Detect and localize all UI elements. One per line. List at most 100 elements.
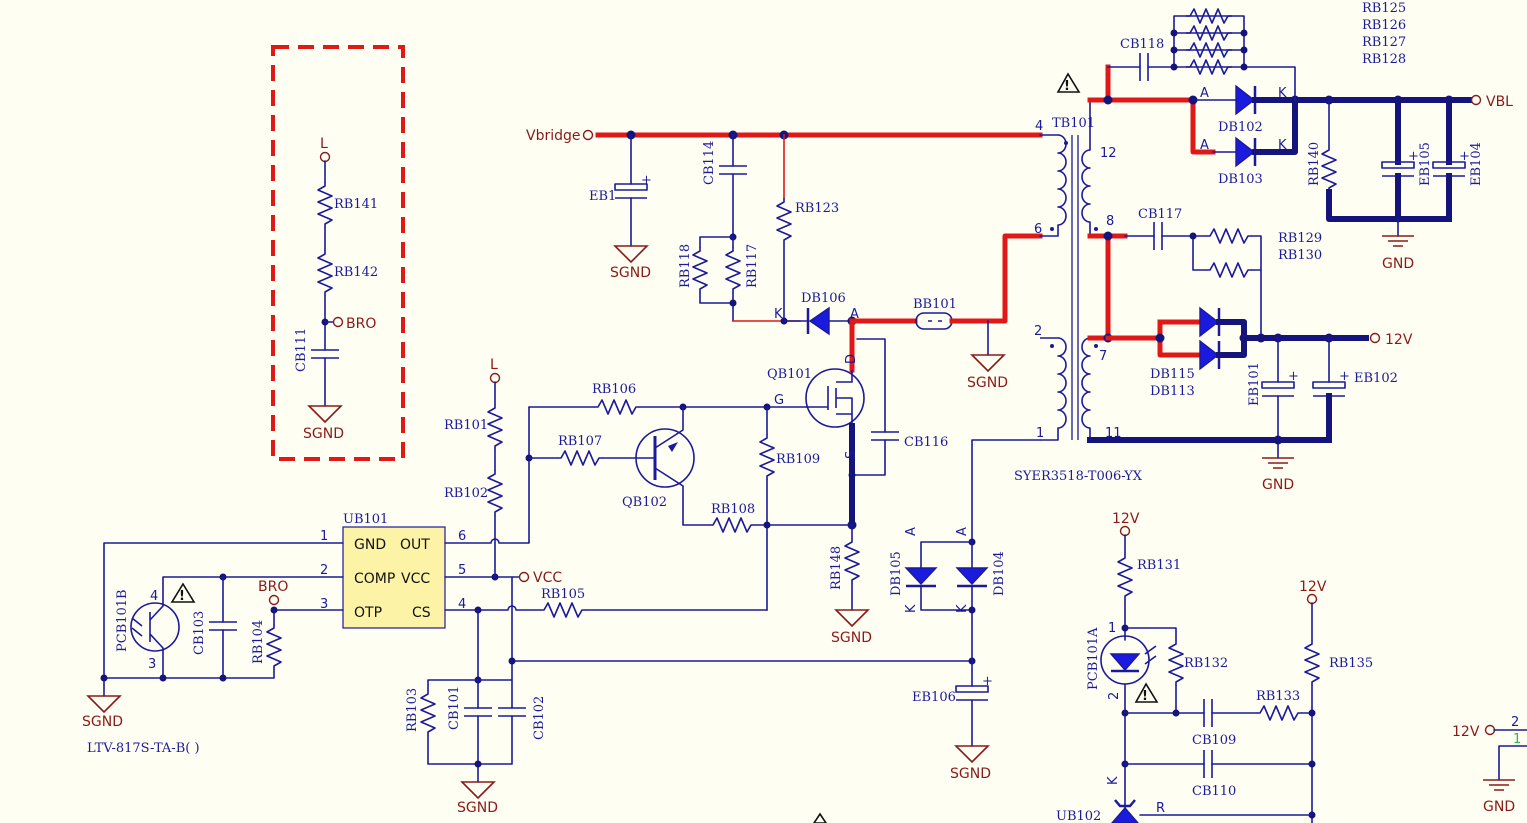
svg-text:+: +: [982, 674, 993, 689]
label-transformer-part: SYER3518-T006-YX: [1014, 469, 1143, 484]
resistor-rb105: [539, 602, 587, 618]
svg-text:A: A: [904, 527, 919, 536]
ground-symbol: [308, 405, 342, 423]
connector-pin-1: 1: [1513, 732, 1521, 747]
net-12v: 12V: [1385, 332, 1413, 348]
mosfet-pin-d: D: [844, 354, 859, 364]
svg-text:+: +: [641, 173, 652, 188]
net-sgnd-bb: SGND: [967, 375, 1008, 391]
diode-db115: [1199, 306, 1220, 338]
diode-db103: [1235, 136, 1256, 168]
label-qb101: QB101: [767, 367, 812, 382]
label-ub102: UB102: [1056, 809, 1101, 823]
mosfet-pin-g: G: [774, 393, 784, 408]
resistor-rb135: [1304, 639, 1320, 687]
resistor-rb142: [317, 249, 333, 297]
label-tb101: TB101: [1052, 116, 1095, 131]
resistor-rb132: [1168, 639, 1184, 687]
transformer-tb101: 2 TB101 SYER3518-T006-YX 12 8 7 11 !: [1014, 72, 1143, 484]
label-pcb101b: PCB101B: [115, 589, 130, 652]
label-rb126: RB126: [1362, 18, 1406, 33]
net-sgnd-rb148: SGND: [831, 630, 872, 646]
svg-text:K: K: [1278, 86, 1287, 101]
svg-text:4: 4: [150, 589, 158, 604]
net-vbl: VBL: [1486, 94, 1513, 110]
net-bro-ic: BRO: [258, 579, 288, 595]
pin-4: 4: [1035, 119, 1043, 134]
dashed-outline: [271, 45, 405, 461]
transistor-qb102: [635, 428, 695, 488]
port-12v: [1369, 332, 1381, 344]
resistor-rb133: [1255, 705, 1303, 721]
gate-drive: RB106 RB107 QB102 RB109 RB108 RB148 SGND: [525, 382, 872, 646]
cs-filter: RB103 CB101 CB102 SGND: [405, 576, 976, 816]
vbridge-rail: Vbridge 4 + EB1 SGND CB114 RB118 RB117 R…: [526, 119, 1059, 391]
net-l-top: L: [320, 136, 328, 152]
resistor-rb109: [759, 433, 775, 481]
label-rb141: RB141: [334, 197, 378, 212]
label-cb111: CB111: [294, 328, 309, 372]
ic-pin-vcc: VCC: [401, 571, 430, 587]
resistor-rb103: [420, 689, 436, 737]
db106-pin-a: A: [850, 307, 859, 322]
label-db105: DB105: [889, 551, 904, 596]
net-sgnd-cs: SGND: [457, 800, 498, 816]
label-rb131: RB131: [1137, 558, 1181, 573]
svg-text:1: 1: [320, 529, 328, 544]
capacitor-eb101: [1261, 381, 1295, 397]
resistor-rb118: [692, 246, 708, 294]
label-rb132: RB132: [1184, 656, 1228, 671]
port-bro: [332, 316, 344, 328]
feedback-block: 12V RB131 RB132 1 2 PCB101A ! CB109 RB13…: [1056, 511, 1373, 823]
v12-output: CB117 RB129 RB130 DB115 DB113 12V + EB10…: [1087, 207, 1413, 493]
net-bro: BRO: [346, 316, 376, 332]
svg-text:A: A: [955, 527, 970, 536]
capacitor-cb109: [1203, 699, 1213, 727]
ic-pin-otp: OTP: [354, 605, 382, 621]
label-rb148: RB148: [829, 546, 844, 590]
capacitor-cb103: [209, 621, 237, 631]
label-eb1: EB1: [589, 189, 616, 204]
resistor-rb104: [266, 623, 282, 671]
label-rb104: RB104: [251, 620, 266, 664]
capacitor-cb111: [311, 349, 339, 359]
resistor-rb108: [708, 517, 756, 533]
capacitor-cb118: [1139, 53, 1149, 81]
label-rb109: RB109: [776, 452, 820, 467]
svg-text:3: 3: [320, 597, 328, 612]
label-eb105: EB105: [1418, 142, 1433, 186]
warning-icon: [170, 582, 196, 603]
net-vbridge: Vbridge: [526, 128, 581, 144]
label-rb129: RB129: [1278, 231, 1322, 246]
label-rb128: RB128: [1362, 52, 1406, 67]
ic-ub101: UB101 GND COMP OTP OUT VCC CS 1 2 3 6 5 …: [103, 512, 768, 697]
label-rb108: RB108: [711, 502, 755, 517]
svg-text:5: 5: [458, 563, 466, 578]
capacitor-cb117: [1153, 222, 1163, 250]
aux-rectifier: 1 DB105 DB104 A A K K + EB106 SGND: [813, 426, 1044, 823]
optocoupler-b: 4 3 PCB101B CB103 RB104 SGND LTV-817S-TA…: [82, 576, 282, 756]
resistor-rb141: [317, 181, 333, 229]
label-rb107: RB107: [558, 434, 602, 449]
net-12v-conn: 12V: [1452, 724, 1480, 740]
label-db103: DB103: [1218, 172, 1263, 187]
connector-12v: 12V 2 1 GND: [1452, 715, 1527, 815]
label-db115: DB115: [1150, 367, 1195, 382]
svg-text:R: R: [1156, 801, 1165, 816]
svg-text:!: !: [179, 589, 185, 604]
net-12v-fb: 12V: [1112, 511, 1140, 527]
resistor-rb123: [776, 197, 792, 245]
port-vbridge: [582, 129, 594, 141]
diode-db105: [904, 567, 938, 586]
label-eb104: EB104: [1469, 142, 1484, 186]
port-vcc: [518, 571, 530, 583]
ic-pin-cs: CS: [412, 605, 431, 621]
svg-text:A: A: [1200, 86, 1209, 101]
net-l-start: L: [490, 357, 498, 373]
pin-6: 6: [1034, 222, 1042, 237]
label-rb103: RB103: [405, 688, 420, 732]
connector-pin-2: 2: [1511, 715, 1519, 730]
port-vbl: [1470, 94, 1482, 106]
net-sgnd-aux: SGND: [950, 766, 991, 782]
net-sgnd-opto: SGND: [82, 714, 123, 730]
